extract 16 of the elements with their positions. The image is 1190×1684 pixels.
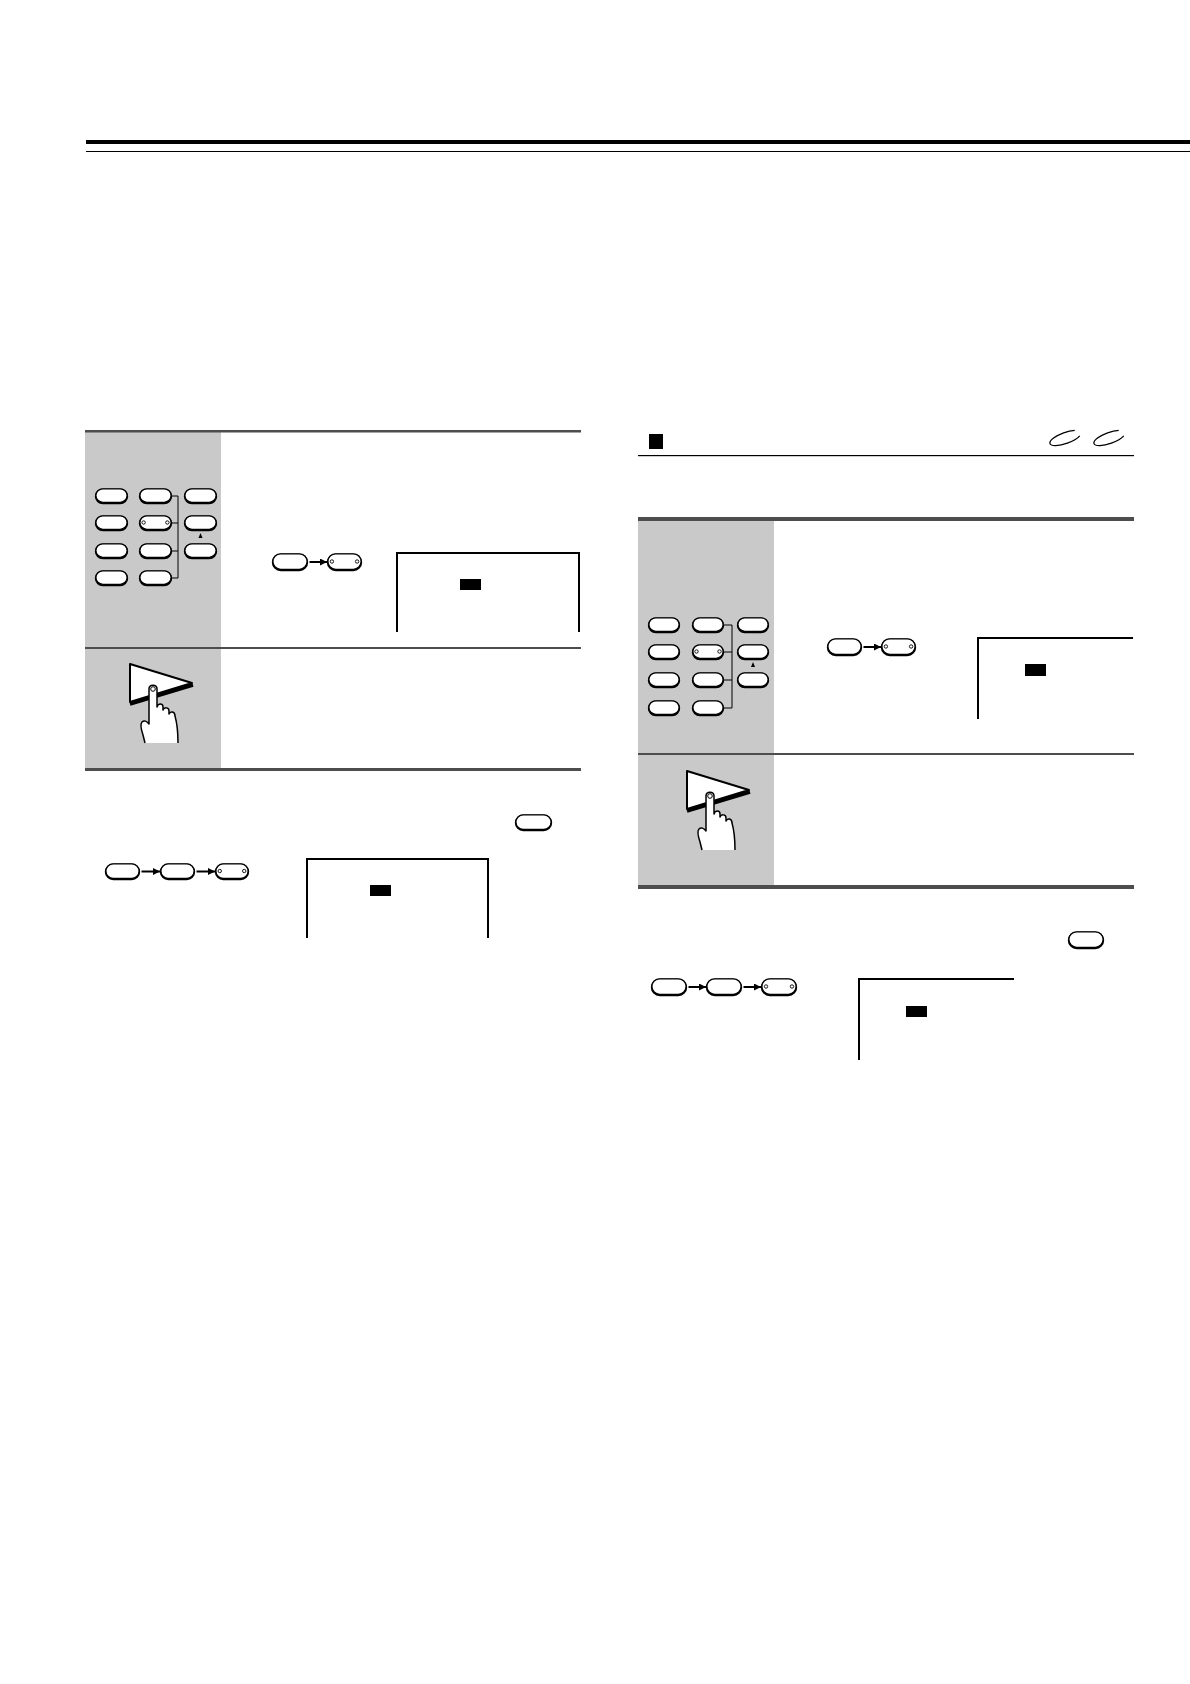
remote-button (761, 978, 797, 996)
arrow (862, 643, 882, 651)
remote-button (272, 553, 308, 571)
remote-button (215, 863, 249, 880)
remote-button (651, 978, 687, 996)
remote-button (105, 863, 140, 880)
arrow (195, 868, 216, 875)
remote-button (706, 978, 742, 996)
remote-button (327, 553, 362, 571)
arrow (742, 983, 762, 991)
arrow (308, 558, 328, 566)
arrow (140, 868, 161, 875)
remote-button (881, 638, 916, 656)
remote-button (160, 863, 195, 880)
remote-button (827, 638, 862, 656)
arrow (687, 983, 707, 991)
